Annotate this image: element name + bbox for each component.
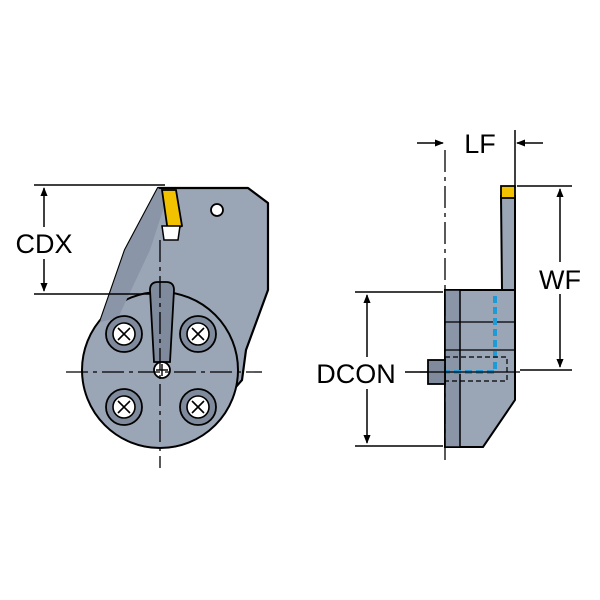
front-view-slot (149, 281, 175, 363)
side-view-blade (499, 195, 516, 291)
screw-icon (105, 388, 143, 426)
screw-icon (179, 388, 217, 426)
front-view: CDX (6, 184, 270, 468)
screw-icon (179, 315, 217, 353)
dcon-label: DCON (316, 359, 396, 389)
wf-label: WF (539, 265, 581, 295)
screw-icon (105, 315, 143, 353)
side-view: LF WF DCON (307, 129, 586, 460)
cdx-label: CDX (15, 229, 72, 259)
side-view-insert (500, 185, 516, 199)
front-view-insert (160, 189, 184, 234)
front-view-hole (210, 203, 224, 217)
lf-label: LF (464, 129, 496, 159)
